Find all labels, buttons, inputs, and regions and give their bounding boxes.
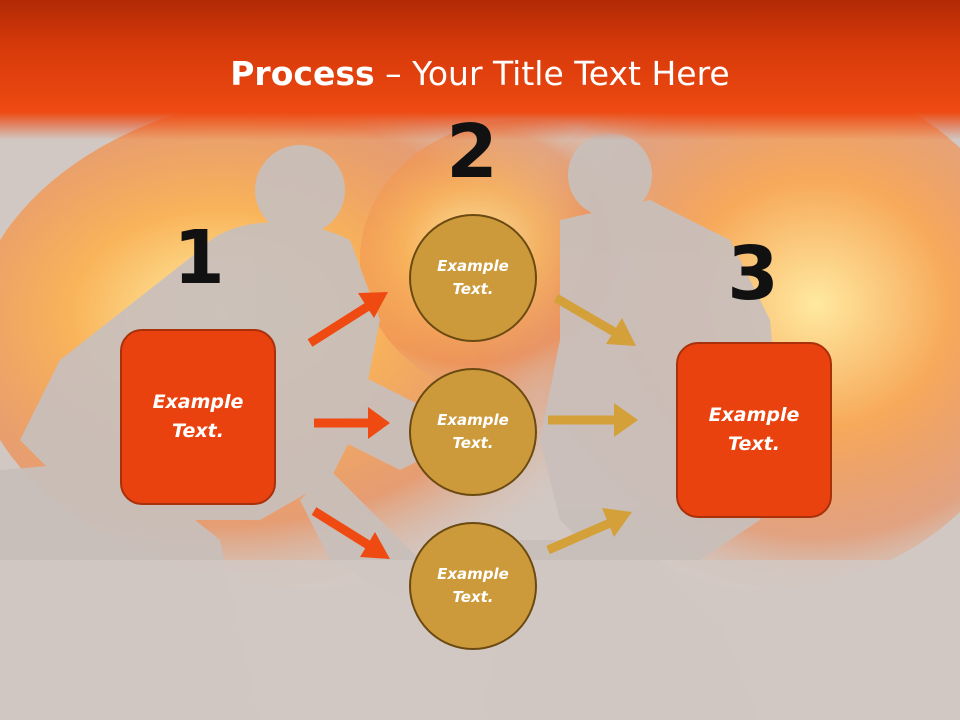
process-circle-bottom: Example Text.	[409, 522, 537, 650]
step-number-3: 3	[727, 231, 779, 317]
step-number-2: 2	[446, 109, 498, 195]
page-title: Process – Your Title Text Here	[0, 52, 960, 96]
circle-top-text: Example Text.	[437, 257, 509, 298]
box-left-text: Example Text.	[152, 391, 244, 442]
title-bold: Process	[230, 54, 375, 93]
arrow-top-to-right	[553, 294, 636, 346]
process-box-left: Example Text.	[120, 329, 276, 505]
process-circle-middle: Example Text.	[409, 368, 537, 496]
arrow-left-to-bottom	[311, 507, 390, 559]
arrow-middle-to-right	[548, 403, 638, 437]
circle-middle-text: Example Text.	[437, 411, 509, 452]
circle-bottom-text: Example Text.	[437, 565, 509, 606]
arrow-bottom-to-right	[546, 508, 632, 555]
step-number-1: 1	[173, 215, 225, 301]
arrow-left-to-middle	[314, 407, 390, 439]
process-box-right: Example Text.	[676, 342, 832, 518]
process-circle-top: Example Text.	[409, 214, 537, 342]
arrow-left-to-top	[307, 292, 388, 347]
title-band	[0, 0, 960, 140]
box-right-text: Example Text.	[708, 404, 800, 455]
title-rest: – Your Title Text Here	[374, 54, 730, 93]
